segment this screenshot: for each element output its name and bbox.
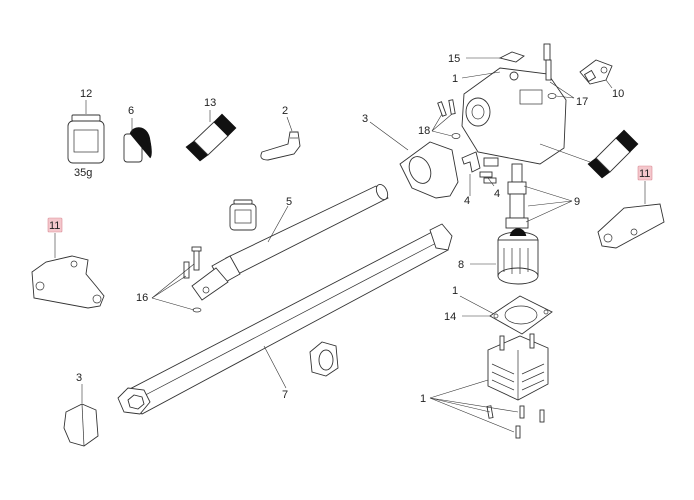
- grease-tube-13: [185, 113, 237, 162]
- callout-4a: 4: [464, 195, 470, 207]
- callout-5: 5: [286, 196, 292, 208]
- piston-rod-5: [191, 183, 389, 301]
- screw-15: [498, 51, 525, 63]
- callout-13: 13: [204, 97, 216, 109]
- grease-jar-12: [67, 114, 105, 164]
- jar-weight-label: 35g: [74, 167, 92, 179]
- gear-housing-1: [461, 67, 567, 165]
- clip-4a: [461, 151, 481, 173]
- callout-11-left-highlight: [47, 217, 63, 233]
- callout-17: 17: [576, 96, 588, 108]
- callout-3-lower: 3: [76, 372, 82, 384]
- callout-11-right-highlight: [637, 165, 653, 181]
- callout-11-left: 11: [49, 220, 60, 232]
- capacitor-6: [123, 127, 152, 163]
- outer-tube-7: [117, 223, 453, 415]
- front-cover-3-upper: [399, 141, 459, 199]
- callout-1-bottom: 1: [420, 393, 426, 405]
- callout-11-right: 11: [639, 168, 650, 180]
- end-cap-3-lower: [63, 403, 99, 447]
- stator-winding-8: [497, 228, 539, 285]
- callout-15: 15: [448, 53, 460, 65]
- callout-18: 18: [418, 125, 430, 137]
- plate-11-right: [597, 203, 665, 249]
- callout-10: 10: [612, 88, 624, 100]
- callout-2: 2: [282, 105, 288, 117]
- callout-12: 12: [80, 88, 92, 100]
- callout-8: 8: [458, 259, 464, 271]
- callout-9: 9: [574, 196, 580, 208]
- motor-block: [487, 333, 549, 401]
- callout-3-upper: 3: [362, 113, 368, 125]
- release-key-2: [260, 131, 301, 161]
- pin-top: [543, 43, 551, 61]
- grease-tube-right: [587, 129, 639, 179]
- callout-1-mid: 1: [452, 285, 458, 297]
- bracket-11-left: [31, 255, 105, 309]
- cable-gland-10: [579, 59, 613, 85]
- callout-7: 7: [282, 389, 288, 401]
- callout-16: 16: [136, 292, 148, 304]
- gasket-14: [489, 295, 553, 335]
- worm-shaft-9: [505, 163, 529, 229]
- screws-1-bottom: [486, 405, 545, 439]
- pins-16: [183, 246, 202, 313]
- callout-1-top: 1: [452, 73, 458, 85]
- collar: [309, 341, 339, 377]
- callout-4b: 4: [494, 188, 500, 200]
- callout-6: 6: [128, 105, 134, 117]
- jar-above-rod: [229, 199, 257, 231]
- callout-14: 14: [444, 311, 456, 323]
- screws-18: [437, 99, 461, 139]
